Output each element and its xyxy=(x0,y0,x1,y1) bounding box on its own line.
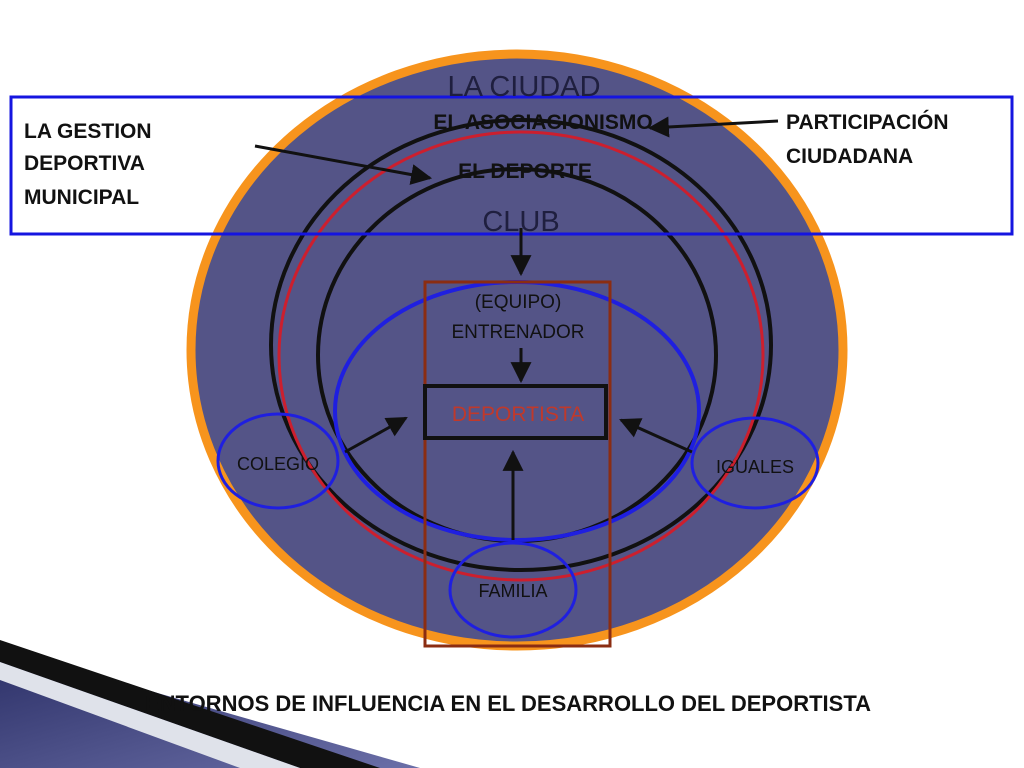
athlete-box xyxy=(423,384,608,440)
left-note-line-1: LA GESTION xyxy=(24,120,152,143)
coach-label: ENTRENADOR xyxy=(451,322,584,343)
right-note: PARTICIPACIÓN CIUDADANA xyxy=(786,110,949,168)
arrow-management-to-sport xyxy=(254,144,433,185)
club-label: CLUB xyxy=(482,206,559,238)
athlete-column-box xyxy=(423,280,612,648)
arrow-peers-to-athlete xyxy=(619,418,693,454)
left-note: LA GESTION DEPORTIVA MUNICIPAL xyxy=(24,120,152,209)
athlete-label: DEPORTISTA xyxy=(452,403,584,426)
diagram-caption: ENTORNOS DE INFLUENCIA EN EL DESARROLLO … xyxy=(145,691,871,716)
left-note-line-2: DEPORTIVA xyxy=(24,152,145,175)
peers-label: IGUALES xyxy=(716,457,794,477)
city-label: LA CIUDAD xyxy=(447,71,600,103)
team-label: (EQUIPO) xyxy=(475,292,562,313)
right-note-line-1: PARTICIPACIÓN xyxy=(786,110,949,134)
city-circle xyxy=(186,49,848,651)
arrow-participation-to-association xyxy=(647,116,779,138)
right-note-line-2: CIUDADANA xyxy=(786,145,913,168)
peers-circle xyxy=(690,416,820,510)
management-highlight-box xyxy=(9,95,1014,236)
arrow-school-to-athlete xyxy=(344,416,408,454)
school-label: COLEGIO xyxy=(237,454,319,474)
sport-label: EL DEPORTE xyxy=(458,160,592,183)
association-ring xyxy=(269,118,773,572)
left-note-line-3: MUNICIPAL xyxy=(24,186,139,209)
family-circle xyxy=(448,541,578,639)
family-label: FAMILIA xyxy=(478,581,547,601)
sport-ring xyxy=(277,130,765,582)
association-label: EL ASOCIACIONISMO xyxy=(433,111,652,134)
corner-decoration xyxy=(0,640,420,768)
school-circle xyxy=(216,412,340,510)
